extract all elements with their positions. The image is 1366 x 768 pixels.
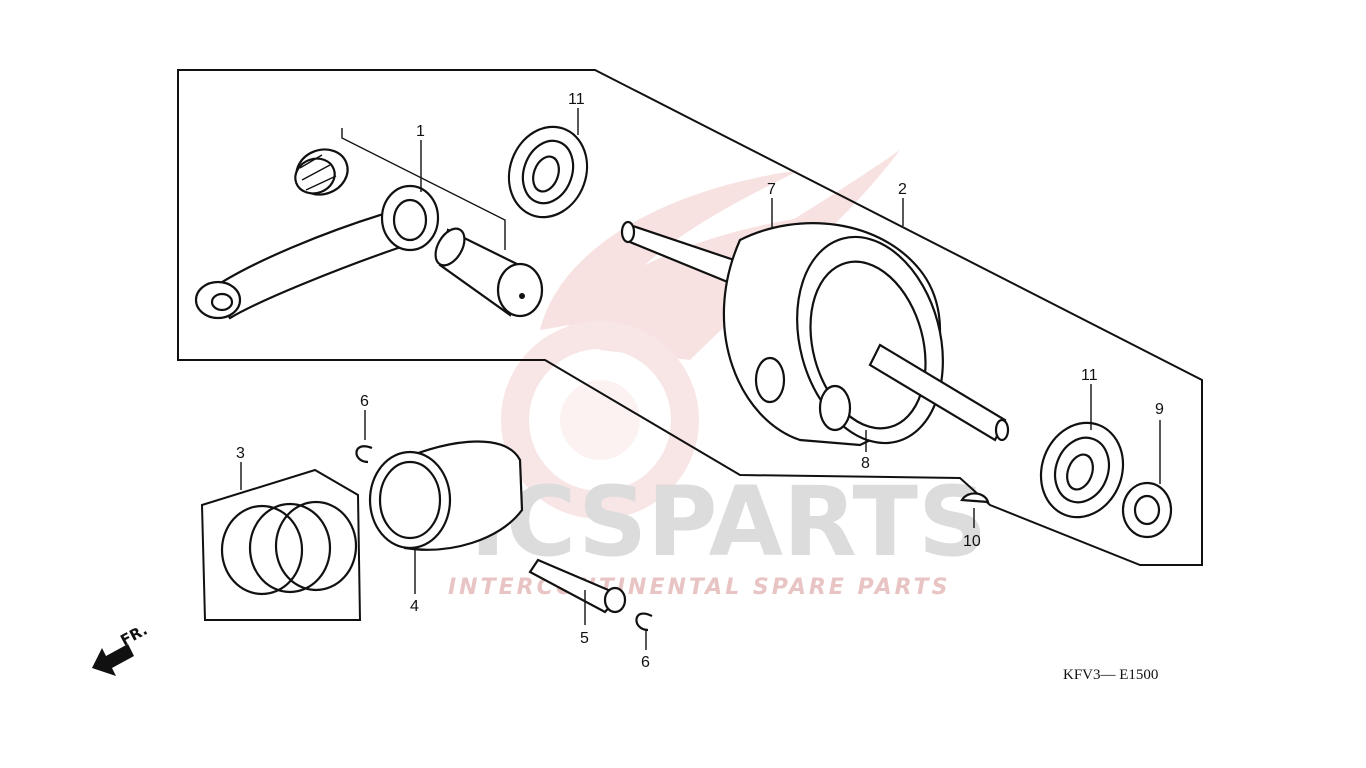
timing-sprocket xyxy=(1121,481,1173,539)
callout-11-upper: 11 xyxy=(568,91,585,108)
piston-pin-clip-upper xyxy=(355,445,373,464)
callout-10: 10 xyxy=(963,533,981,550)
front-label: FR. xyxy=(117,621,150,650)
crank-pin xyxy=(434,227,544,318)
piston-ring-set xyxy=(220,500,358,596)
needle-bearing xyxy=(294,148,349,196)
callout-9: 9 xyxy=(1155,401,1164,418)
rod-kit-leader xyxy=(341,128,506,250)
ball-bearing-lower xyxy=(1039,421,1125,519)
piston xyxy=(368,440,524,551)
callout-1: 1 xyxy=(416,123,425,140)
callout-7: 7 xyxy=(767,181,776,198)
watermark-brand: ICSPARTS xyxy=(470,466,987,578)
ball-bearing-upper xyxy=(507,125,589,219)
callout-6-lower: 6 xyxy=(641,654,650,671)
front-arrow-icon xyxy=(92,644,134,676)
ring-set-bracket xyxy=(200,468,362,621)
callout-5: 5 xyxy=(580,630,589,647)
callout-3: 3 xyxy=(236,445,245,462)
watermark-tagline: INTERCONTINENTAL SPARE PARTS xyxy=(448,575,950,600)
callout-8: 8 xyxy=(861,455,870,472)
crankshaft xyxy=(620,220,1010,447)
piston-pin xyxy=(528,558,627,614)
callout-4: 4 xyxy=(410,598,419,615)
piston-pin-clip-lower xyxy=(635,612,653,632)
woodruff-key xyxy=(960,492,990,504)
callout-2: 2 xyxy=(898,181,907,198)
callout-6-upper: 6 xyxy=(360,393,369,410)
diagram-code: KFV3— E1500 xyxy=(1063,667,1158,683)
assembly-bracket-upper xyxy=(177,69,1203,566)
callout-11-lower: 11 xyxy=(1081,367,1098,384)
connecting-rod xyxy=(194,184,440,320)
